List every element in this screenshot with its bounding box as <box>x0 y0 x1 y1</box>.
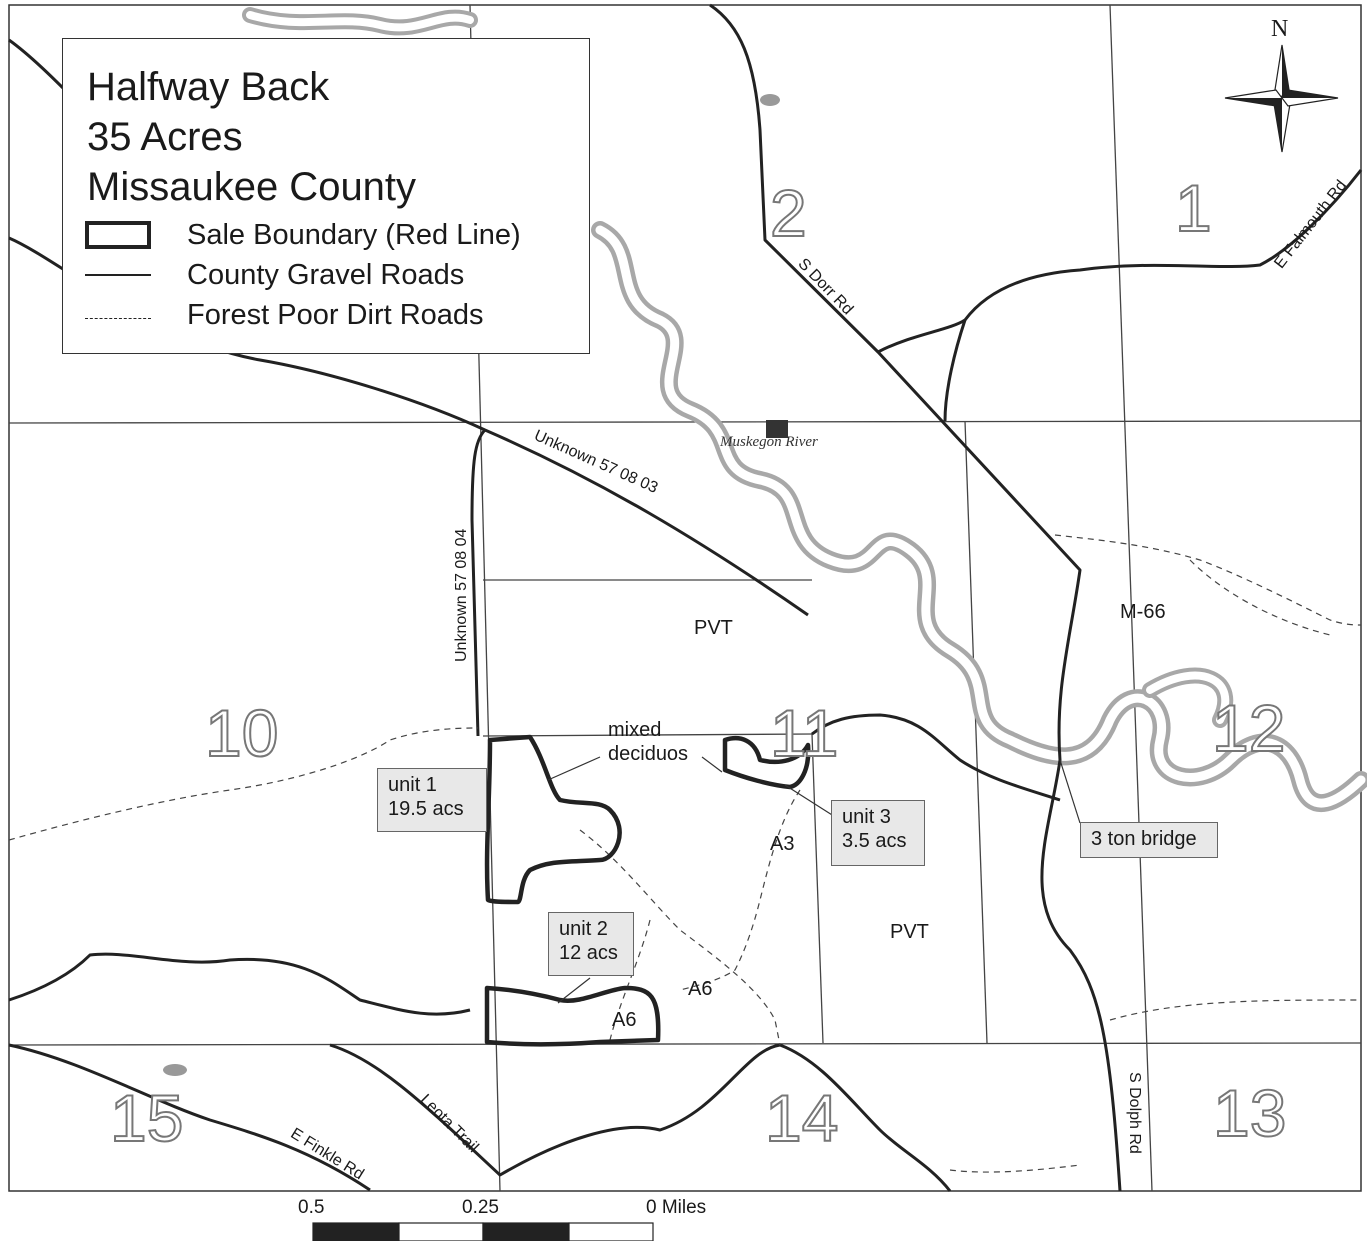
section-11: 11 <box>769 696 840 770</box>
unit3-label: unit 3 3.5 acs <box>831 800 925 866</box>
river-label: Muskegon River <box>720 434 818 450</box>
pvt-label-north: PVT <box>694 617 733 639</box>
road-label-m66: M-66 <box>1120 601 1166 623</box>
stand-label-a3: A3 <box>770 833 795 855</box>
section-2: 2 <box>769 176 808 250</box>
stand-label-a6-unit2: A6 <box>612 1009 637 1031</box>
legend-title-line2: 35 Acres <box>87 115 243 159</box>
section-12: 12 <box>1211 691 1286 765</box>
unit2-label: unit 2 12 acs <box>548 912 634 976</box>
pond <box>760 94 780 106</box>
section-10: 10 <box>204 696 279 770</box>
section-15: 15 <box>109 1081 184 1155</box>
sale-boundary-symbol <box>85 221 151 249</box>
stand-label-a6-east: A6 <box>688 978 713 1000</box>
legend-county-roads: County Gravel Roads <box>187 259 465 291</box>
scale-label-025: 0.25 <box>462 1197 499 1218</box>
pvt-label-south: PVT <box>890 921 929 943</box>
forest-dirt-roads <box>8 534 1362 1173</box>
map-frame <box>8 4 1362 1192</box>
unit1-label: unit 1 19.5 acs <box>377 768 487 832</box>
section-1: 1 <box>1174 171 1213 245</box>
unit2-boundary <box>484 985 661 1047</box>
legend: Halfway Back 35 Acres Missaukee County S… <box>62 38 590 354</box>
north-label: N <box>1271 16 1289 42</box>
unit3-boundary <box>722 735 811 790</box>
scale-label-0: 0 Miles <box>646 1197 707 1218</box>
legend-forest-roads: Forest Poor Dirt Roads <box>187 299 484 331</box>
section-14: 14 <box>764 1081 839 1155</box>
county-road-symbol <box>85 274 151 276</box>
muskegon-river <box>242 7 1367 812</box>
legend-sale-boundary: Sale Boundary (Red Line) <box>187 219 521 251</box>
legend-title-line1: Halfway Back <box>87 65 330 109</box>
section-lines <box>8 4 1362 1192</box>
dirt-road-symbol <box>85 318 151 319</box>
leader-lines <box>547 756 1081 1004</box>
section-13: 13 <box>1212 1076 1287 1150</box>
pond <box>163 1064 187 1076</box>
unit1-boundary <box>484 734 622 905</box>
road-label-s-dolph: S Dolph Rd <box>1126 1072 1143 1154</box>
mixed-deciduous-label: mixed deciduos <box>608 719 689 765</box>
scale-label-05: 0.5 <box>298 1197 325 1218</box>
river-marker-icon <box>766 420 788 438</box>
scale-bar <box>312 1222 654 1241</box>
bridge-label: 3 ton bridge <box>1080 822 1218 858</box>
north-arrow-icon <box>1224 44 1339 153</box>
road-label-unknown-570804: Unknown 57 08 04 <box>453 528 470 662</box>
legend-title-line3: Missaukee County <box>87 165 417 209</box>
sale-boundaries <box>484 734 811 1047</box>
